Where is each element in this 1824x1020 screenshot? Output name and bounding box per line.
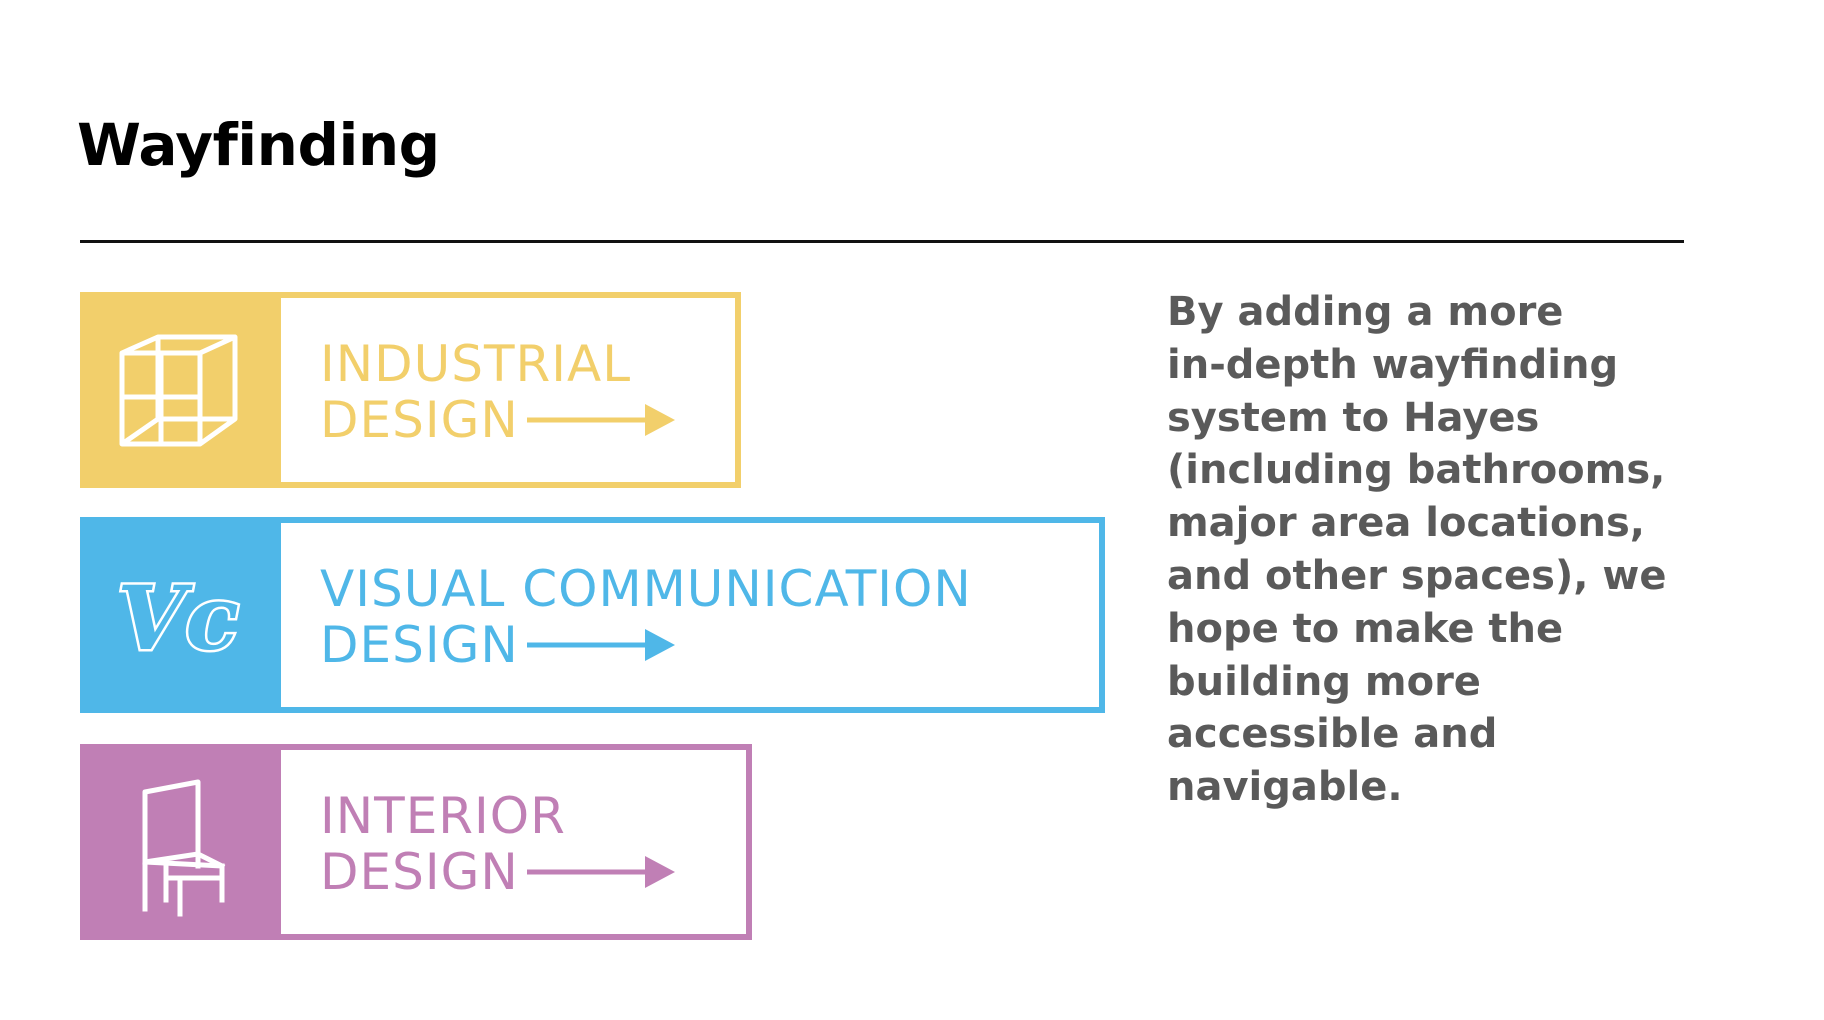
arrow-right-icon: [526, 856, 675, 888]
body-line: (including bathrooms,: [1167, 447, 1666, 494]
body-line: accessible and: [1167, 711, 1498, 758]
sign-label-box: VISUAL COMMUNICATION DESIGN: [281, 517, 1105, 713]
sign-icon-block: Vc: [80, 517, 281, 713]
sign-icon-block: [80, 744, 281, 940]
chair-icon: [142, 779, 226, 917]
sign-label-line1: INDUSTRIAL: [320, 335, 632, 393]
sign-industrial-design: INDUSTRIAL DESIGN: [80, 292, 741, 488]
sign-label-line1: INTERIOR: [320, 787, 566, 845]
arrow-right-icon: [526, 404, 675, 436]
sign-label: INTERIOR DESIGN: [320, 788, 677, 900]
sign-icon-block: [80, 292, 281, 488]
body-line: building more: [1167, 658, 1481, 705]
vc-monogram-icon: Vc: [115, 564, 242, 673]
svg-text:Vc: Vc: [117, 566, 239, 670]
cube-icon: [119, 334, 238, 447]
sign-label-line2: DESIGN: [320, 616, 519, 674]
body-line: and other spaces), we: [1167, 552, 1667, 599]
body-line: By adding a more: [1167, 289, 1564, 335]
sign-visual-communication-design: Vc VISUAL COMMUNICATION DESIGN: [80, 517, 1105, 713]
body-line: major area locations,: [1167, 500, 1645, 547]
sign-label: VISUAL COMMUNICATION DESIGN: [320, 561, 972, 673]
arrow-right-icon: [526, 629, 675, 661]
sign-label-box: INTERIOR DESIGN: [281, 744, 752, 940]
sign-interior-design: INTERIOR DESIGN: [80, 744, 752, 940]
sign-label-line2: DESIGN: [320, 843, 519, 901]
sign-label-box: INDUSTRIAL DESIGN: [281, 292, 741, 488]
sign-label: INDUSTRIAL DESIGN: [320, 336, 677, 448]
slide-title: Wayfinding: [77, 111, 440, 179]
body-paragraph: By adding a more in-depth wayfinding sys…: [1167, 286, 1687, 814]
title-divider: [80, 240, 1684, 243]
body-line: navigable.: [1167, 764, 1403, 811]
body-line: system to Hayes: [1167, 394, 1540, 441]
sign-label-line1: VISUAL COMMUNICATION: [320, 560, 972, 618]
body-line: hope to make the: [1167, 605, 1564, 652]
body-line: in-depth wayfinding: [1167, 341, 1619, 388]
sign-label-line2: DESIGN: [320, 391, 519, 449]
